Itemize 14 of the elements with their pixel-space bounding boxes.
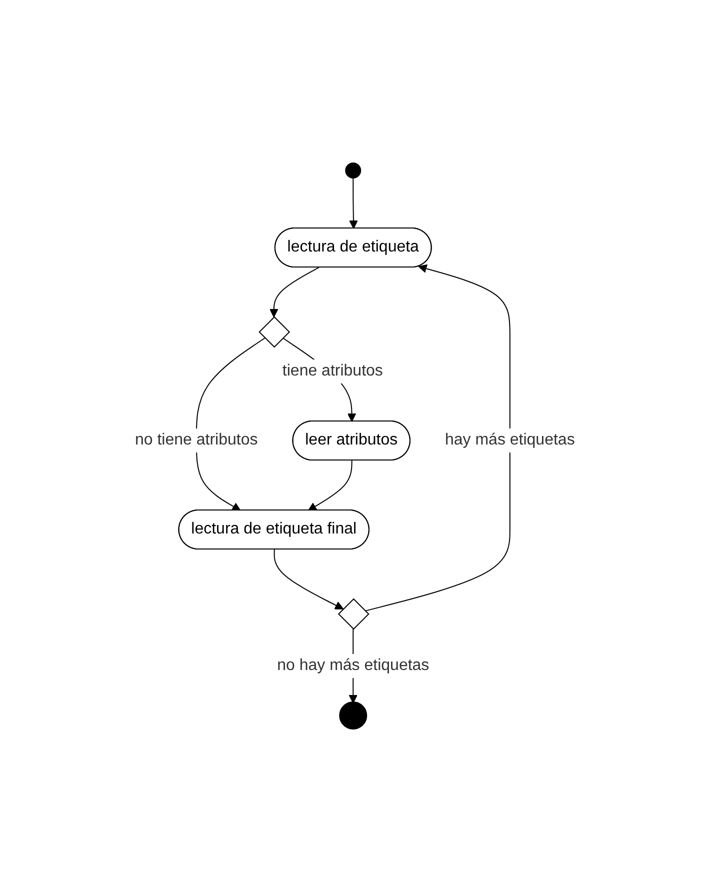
- edge-label: no hay más etiquetas: [277, 656, 430, 674]
- edge-label: tiene atributos: [282, 362, 384, 379]
- arrow: [364, 264, 510, 611]
- node-circle: [339, 700, 368, 729]
- edge-label: no tiene atributos: [135, 430, 258, 448]
- arrow: [196, 337, 266, 510]
- node-circle: [345, 162, 362, 178]
- arrow: [274, 548, 344, 609]
- arrow: [270, 266, 320, 317]
- node-diamond: [258, 316, 290, 348]
- arrow: [308, 460, 352, 510]
- edge-label: hay más etiquetas: [445, 430, 575, 448]
- arrow: [349, 177, 358, 228]
- node-diamond: [338, 598, 370, 630]
